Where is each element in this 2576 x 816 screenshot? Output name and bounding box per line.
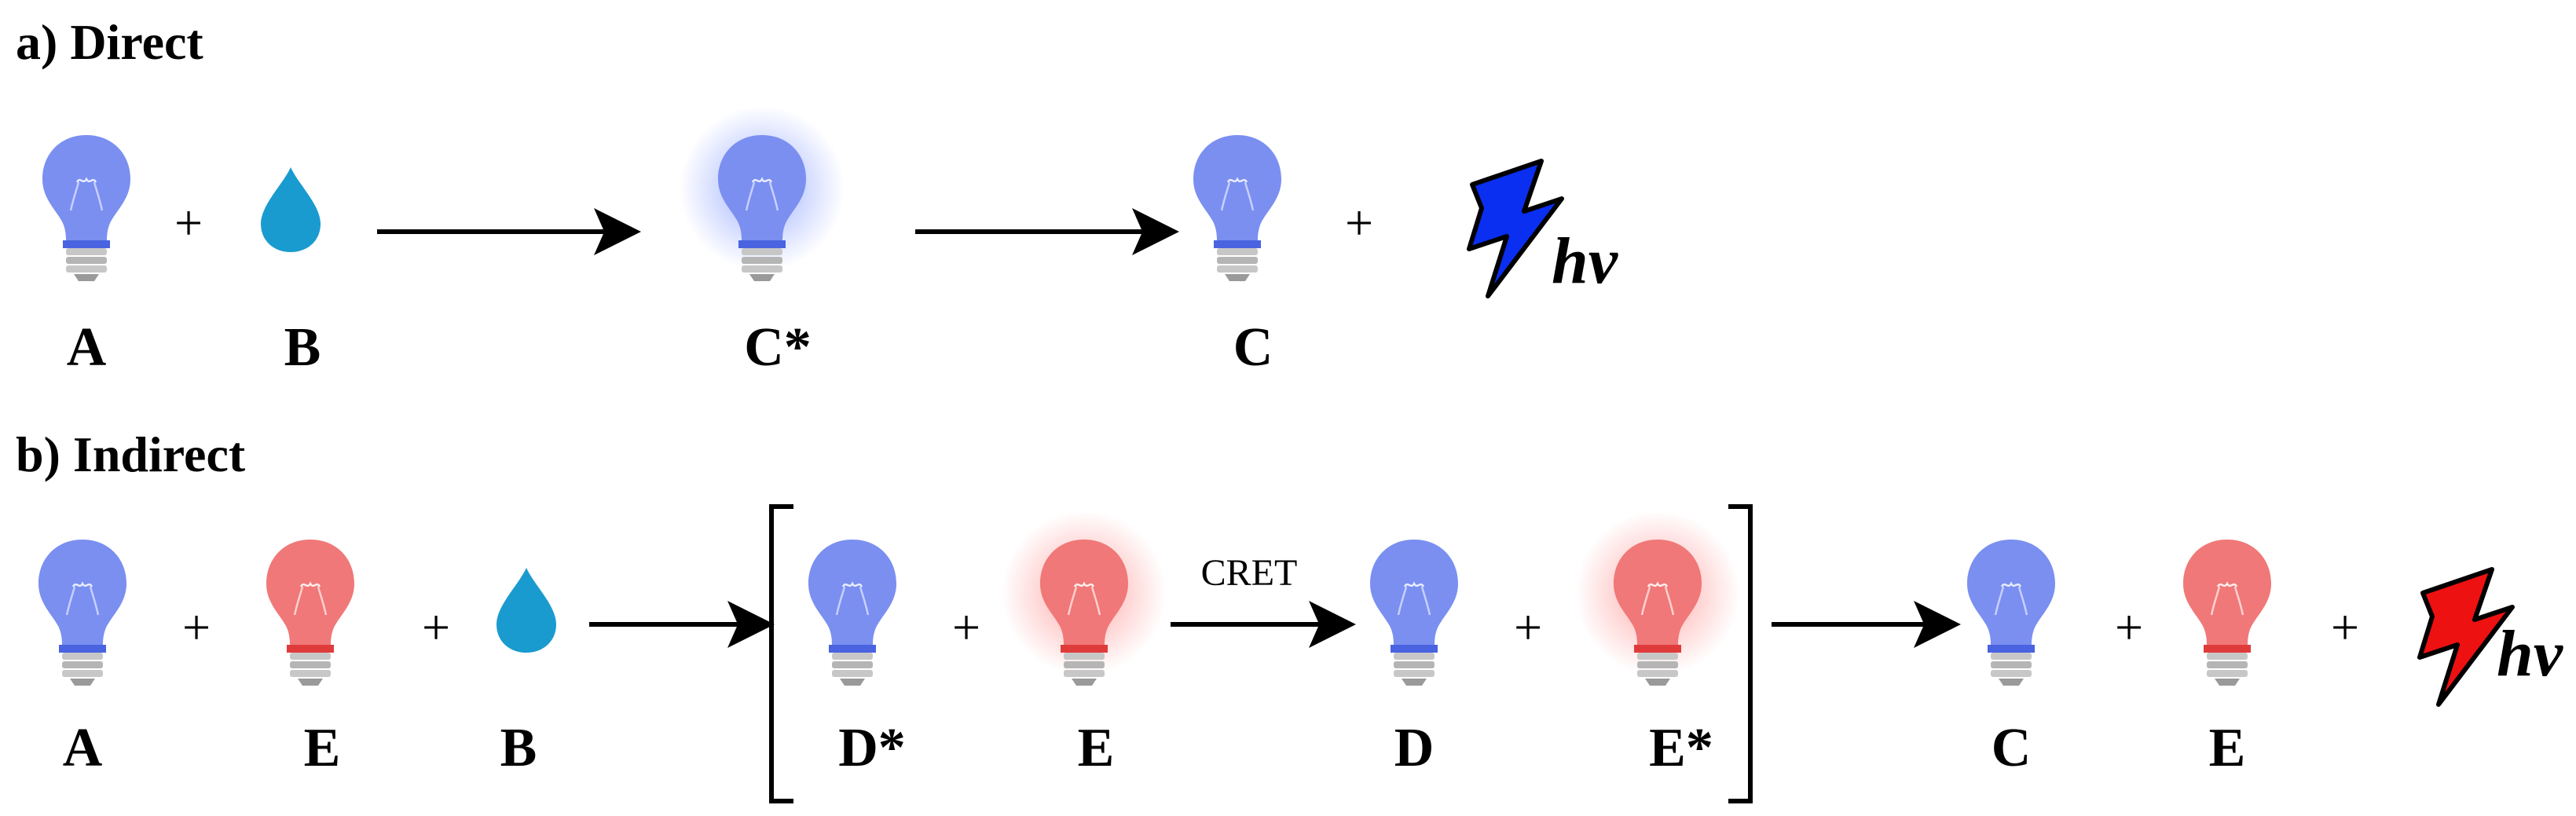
label-d-star: D*	[838, 718, 906, 778]
label-e: E	[2209, 718, 2246, 778]
direct-lightbulb-c	[1192, 134, 1283, 283]
indirect-lightbulb-c	[1966, 538, 2057, 687]
plus-sign: +	[422, 599, 450, 655]
plus-sign: +	[952, 599, 980, 655]
bracket-left	[769, 504, 793, 803]
indirect-lightbulb-d	[1369, 538, 1460, 687]
indirect-lightbulb-e	[265, 538, 356, 687]
label-e: E	[1078, 718, 1115, 778]
indirect-lightbulb-e-excited	[1575, 510, 1740, 687]
label-c-star: C*	[744, 317, 812, 378]
arrow-label: CRET	[1201, 552, 1298, 594]
label-e-star: E*	[1649, 718, 1713, 778]
label-b: B	[284, 317, 321, 378]
bracket-right	[1728, 504, 1753, 803]
label-c: C	[1992, 718, 2032, 778]
lightning-bolt-icon	[1469, 161, 1562, 296]
photon-label: hv	[2497, 617, 2564, 690]
direct-title: a) Direct	[16, 14, 203, 70]
plus-sign: +	[1514, 599, 1542, 655]
droplet-icon	[261, 167, 321, 252]
droplet-icon	[497, 568, 556, 653]
label-b: B	[500, 718, 537, 778]
label-a: A	[67, 317, 107, 378]
indirect-title: b) Indirect	[16, 426, 246, 482]
direct-lightbulb-a	[41, 134, 132, 283]
direct-lightbulb-excited	[680, 106, 845, 283]
plus-sign: +	[1345, 195, 1373, 251]
label-d: D	[1394, 718, 1435, 778]
plus-sign: +	[174, 195, 203, 251]
photon-label: hv	[1552, 225, 1619, 298]
label-e: E	[304, 718, 341, 778]
indirect-lightbulb-a	[37, 538, 128, 687]
indirect-lightbulb-e-glowing	[1002, 510, 1167, 687]
indirect-lightbulb-d-excited	[807, 538, 898, 687]
plus-sign: +	[182, 599, 211, 655]
plus-sign: +	[2331, 599, 2359, 655]
label-c: C	[1233, 317, 1273, 378]
plus-sign: +	[2115, 599, 2143, 655]
label-a: A	[63, 718, 103, 778]
indirect-lightbulb-e-final	[2182, 538, 2273, 687]
